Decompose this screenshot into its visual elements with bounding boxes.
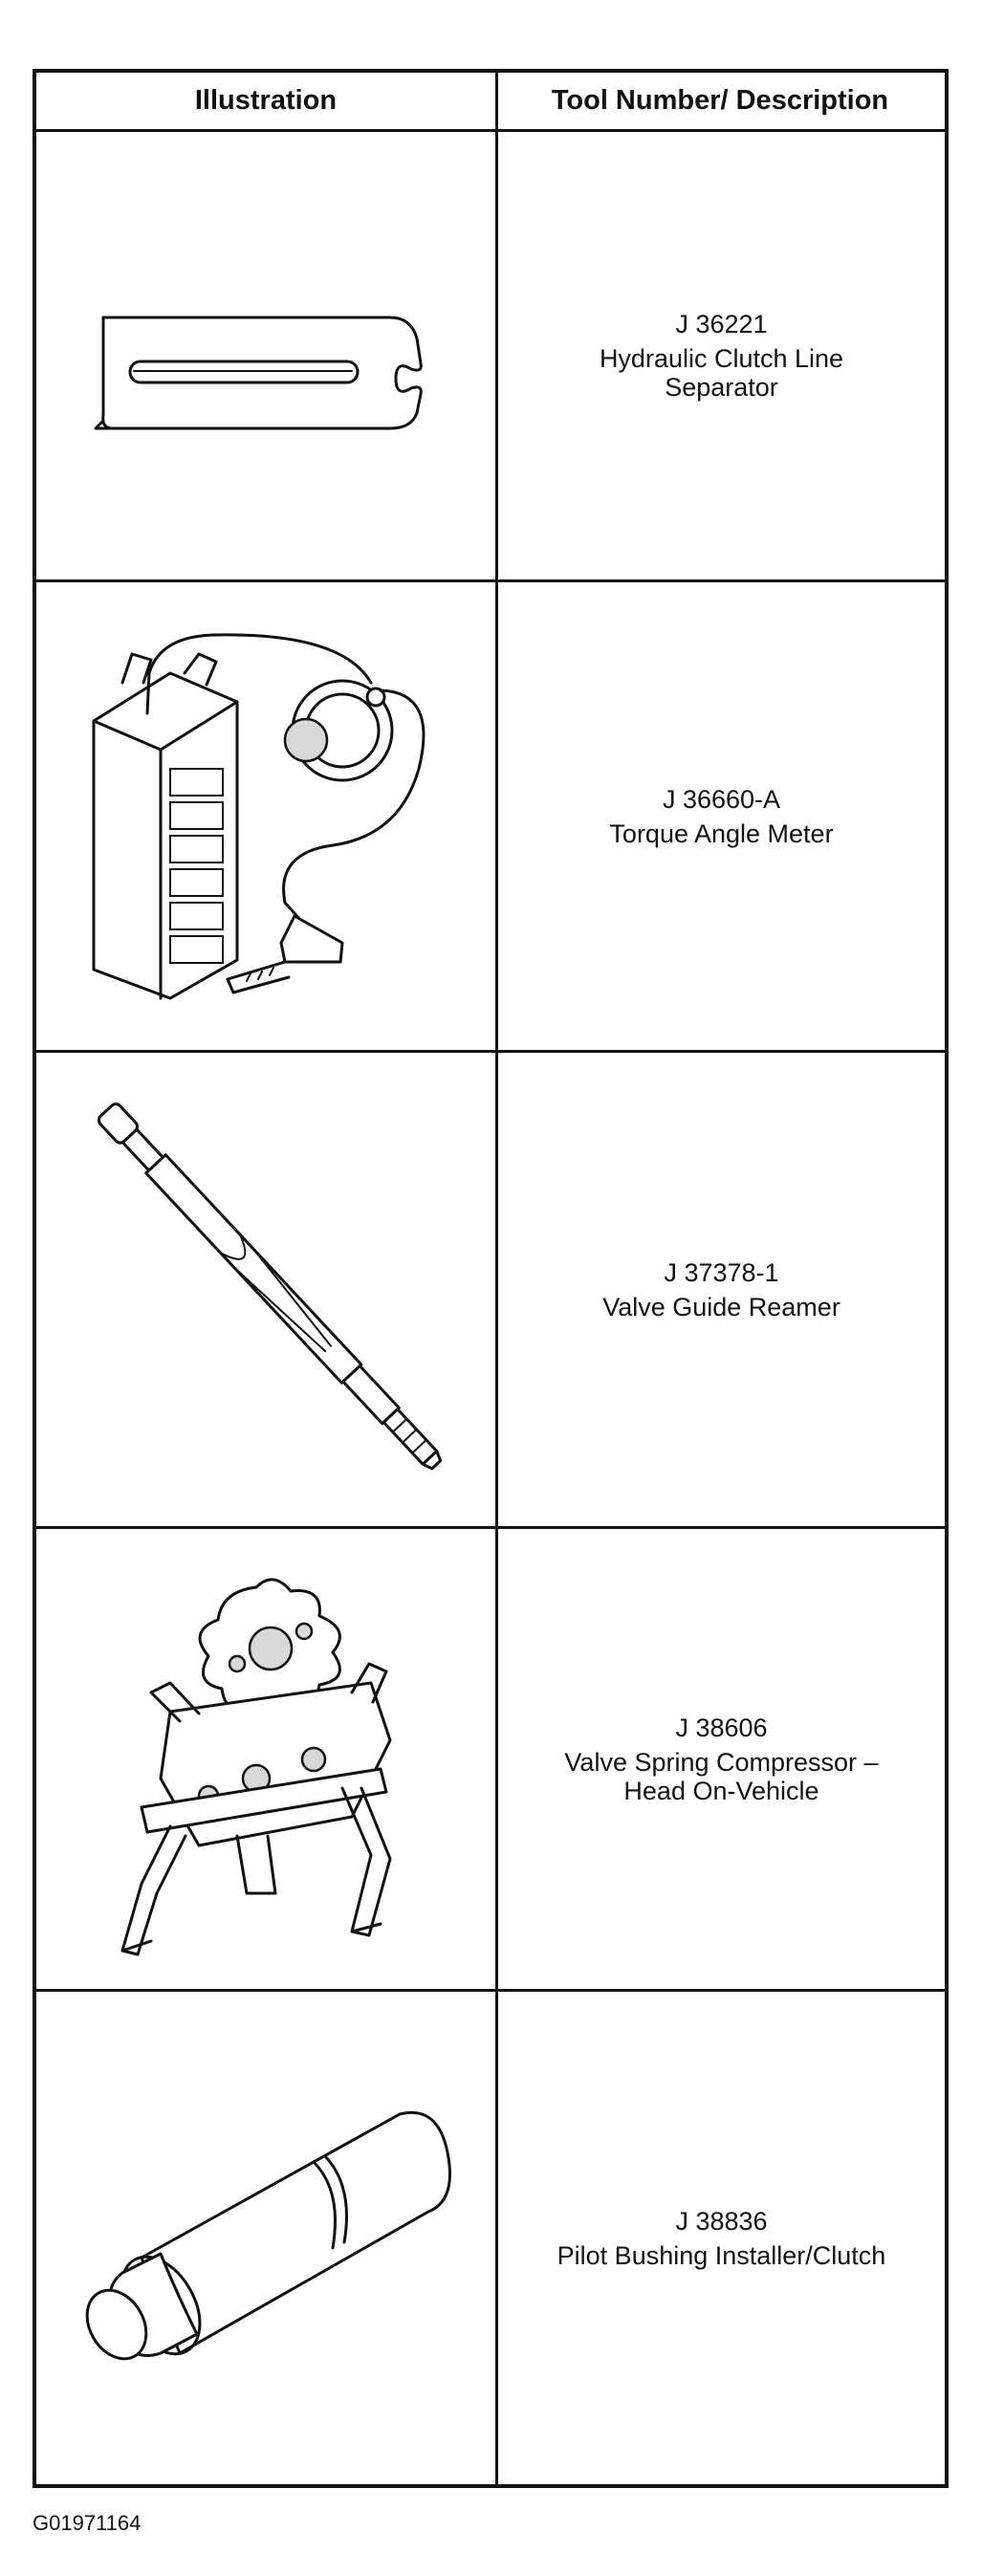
- tool-description-cell: J 38836 Pilot Bushing Installer/Clutch: [498, 1992, 945, 2484]
- tool-number: J 37378-1: [664, 1257, 779, 1287]
- header-illustration: Illustration: [194, 85, 338, 116]
- table-row: J 36221 Hydraulic Clutch Line Separator: [36, 132, 945, 582]
- tool-number: J 36221: [675, 310, 768, 338]
- table-row: J 38606 Valve Spring Compressor – Head O…: [36, 1529, 945, 1992]
- valve-spring-compressor-illustration: [36, 1529, 495, 1989]
- torque-angle-meter-illustration: [36, 582, 495, 1050]
- clutch-line-separator-illustration: [36, 132, 495, 579]
- table-header-row: Illustration Tool Number/ Description: [36, 73, 945, 132]
- table-row: J 37378-1 Valve Guide Reamer: [36, 1053, 945, 1529]
- table-row: J 38836 Pilot Bushing Installer/Clutch: [36, 1992, 945, 2484]
- tool-description: Valve Spring Compressor – Head On-Vehicl…: [564, 1747, 879, 1805]
- tool-description: Valve Guide Reamer: [602, 1292, 840, 1321]
- column-divider: [495, 73, 498, 2484]
- pilot-bushing-installer-illustration: [36, 1992, 495, 2484]
- tool-description: Hydraulic Clutch Line Separator: [599, 344, 844, 402]
- valve-guide-reamer-illustration: [36, 1053, 495, 1526]
- header-tool-description: Tool Number/ Description: [551, 85, 889, 116]
- figure-code: G01971164: [33, 2511, 142, 2535]
- tool-description: Torque Angle Meter: [609, 819, 834, 848]
- tool-description-cell: J 37378-1 Valve Guide Reamer: [498, 1053, 945, 1526]
- tool-number: J 38836: [675, 2206, 768, 2236]
- tool-description-cell: J 38606 Valve Spring Compressor – Head O…: [498, 1529, 945, 1989]
- tool-description: Pilot Bushing Installer/Clutch: [556, 2240, 886, 2270]
- tool-description-cell: J 36660-A Torque Angle Meter: [498, 582, 945, 1050]
- tool-number: J 38606: [675, 1713, 768, 1742]
- tool-description-cell: J 36221 Hydraulic Clutch Line Separator: [498, 132, 945, 579]
- special-tools-table: Illustration Tool Number/ Description J …: [33, 69, 949, 2488]
- table-row: J 36660-A Torque Angle Meter: [36, 582, 945, 1053]
- tool-number: J 36660-A: [662, 784, 781, 814]
